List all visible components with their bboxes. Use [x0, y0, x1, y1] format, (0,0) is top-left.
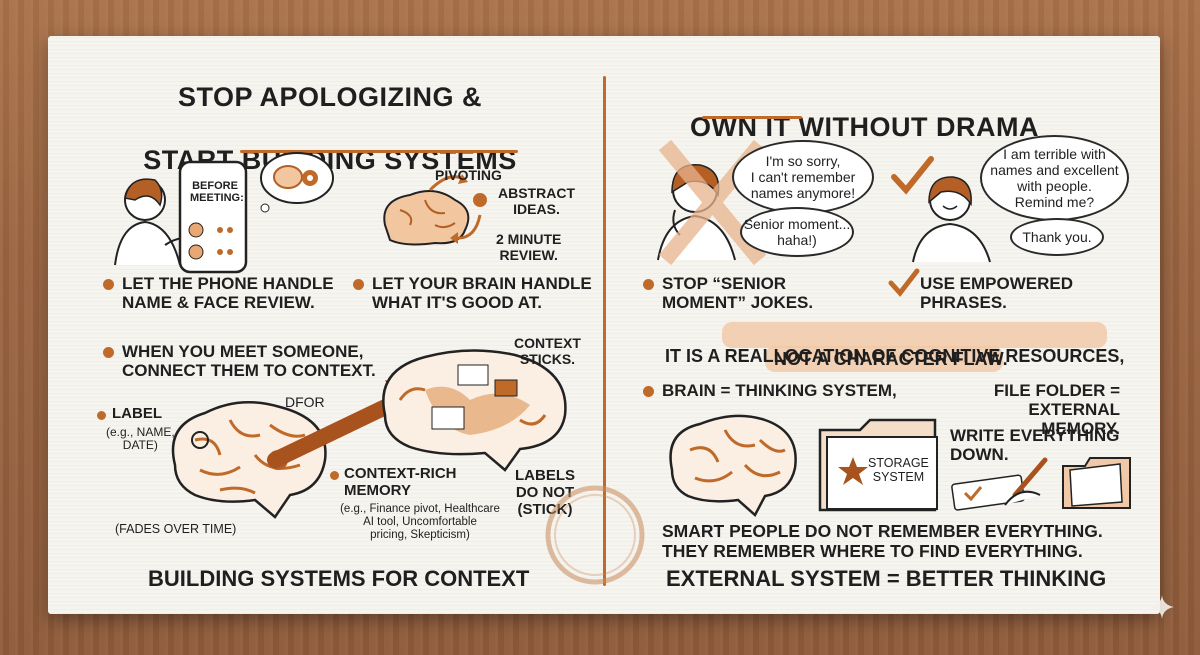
phone-screen-text: BEFORE MEETING: [190, 180, 244, 205]
folder-equals-memory: FILE FOLDER = EXTERNAL MEMORY. [993, 381, 1120, 439]
right-title: OWN IT WITHOUT DRAMA [690, 82, 1070, 142]
thinking-brain-illustration [669, 414, 797, 517]
phone-icon [178, 160, 248, 274]
coffee-ring-stain [545, 485, 645, 585]
brain-equals-thinking: BRAIN = THINKING SYSTEM, [662, 381, 897, 400]
bullet-empowered-phrases: USE EMPOWERED PHRASES. [920, 274, 1074, 313]
right-title-rest: WITHOUT DRAMA [790, 112, 1039, 143]
woman-phone-illustration [114, 178, 191, 266]
bullet-stop-senior: STOP “SENIOR MOMENT” JOKES. [662, 274, 814, 313]
bullet-dot-2 [353, 279, 364, 290]
context-rich-example: (e.g., Finance pivot, Healthcare AI tool… [340, 503, 500, 541]
pivoting-label: PIVOTING [435, 167, 502, 183]
pivoting-brain-icon [383, 190, 470, 246]
context-brain-illustration [382, 349, 567, 472]
bubble-senior-moment: Senior moment... haha!) [740, 207, 854, 257]
realloc-pre: IT IS A [665, 346, 725, 367]
bullet-brain-good-at: LET YOUR BRAIN HANDLE WHAT IT'S GOOD AT. [372, 274, 592, 313]
realloc-highlight-1: REALLOCATION OF COGNITIVE RESOURCES, [724, 346, 1125, 367]
bubble-sorry: I'm so sorry, I can't remember names any… [732, 140, 874, 214]
realloc-highlight-2: NOT A CHARACTER FLAW. [774, 349, 1008, 369]
left-title-underline [240, 150, 518, 153]
bubble-thank-you: Thank you. [1010, 218, 1104, 256]
bullet-connect-context: WHEN YOU MEET SOMEONE, CONNECT THEM TO C… [122, 342, 376, 381]
file-folders-icon [1062, 457, 1131, 509]
smart-people-quote: SMART PEOPLE DO NOT REMEMBER EVERYTHING.… [662, 521, 1103, 561]
left-title-line1: STOP APOLOGIZING & [177, 82, 483, 112]
highlight-band-1 [722, 322, 1107, 348]
check-mark-icon [891, 156, 934, 195]
bullet-stop-dot [643, 279, 654, 290]
dfor-label: DFOR [285, 394, 325, 410]
small-check-icon [888, 268, 920, 297]
storage-folder-icon [818, 418, 938, 512]
right-title-underline [702, 116, 802, 119]
center-divider [603, 76, 606, 586]
storage-system-label: STORAGE SYSTEM [868, 456, 929, 484]
left-footer: BUILDING SYSTEMS FOR CONTEXT [148, 566, 530, 591]
label-example: (e.g., NAME, DATE) [106, 425, 175, 453]
thought-brain-gear-icon [260, 152, 334, 213]
bullet-dot-1 [103, 279, 114, 290]
realloc-line1: IT IS A REALLOCATION OF COGNITIVE RESOUR… [665, 326, 1124, 366]
right-footer: EXTERNAL SYSTEM = BETTER THINKING [666, 566, 1107, 591]
abstract-ideas-label: ABSTRACT IDEAS. [498, 185, 575, 217]
label-title: LABEL [112, 405, 162, 422]
bullet-brain-dot [643, 386, 654, 397]
context-rich-dot [330, 471, 339, 480]
happy-woman-illustration [912, 176, 991, 263]
highlight-band-2 [765, 346, 1003, 372]
sparkle-icon [1150, 595, 1174, 619]
context-sticks-label: CONTEXT STICKS. [514, 335, 581, 367]
two-minute-review-label: 2 MINUTE REVIEW. [496, 231, 562, 263]
write-everything-down: WRITE EVERYTHING DOWN. [950, 426, 1120, 465]
context-rich-title: CONTEXT-RICH MEMORY [344, 465, 457, 499]
bullet-dot-3 [103, 347, 114, 358]
bullet-phone-review: LET THE PHONE HANDLE NAME & FACE REVIEW. [122, 274, 334, 313]
label-dot [97, 411, 106, 420]
bubble-terrible-with-names: I am terrible with names and excellent w… [980, 135, 1129, 221]
memory-brain-illustration [171, 401, 327, 519]
fades-over-time: (FADES OVER TIME) [115, 522, 237, 536]
pivot-arrows-icon [428, 174, 487, 244]
writing-hand-icon [951, 457, 1048, 511]
